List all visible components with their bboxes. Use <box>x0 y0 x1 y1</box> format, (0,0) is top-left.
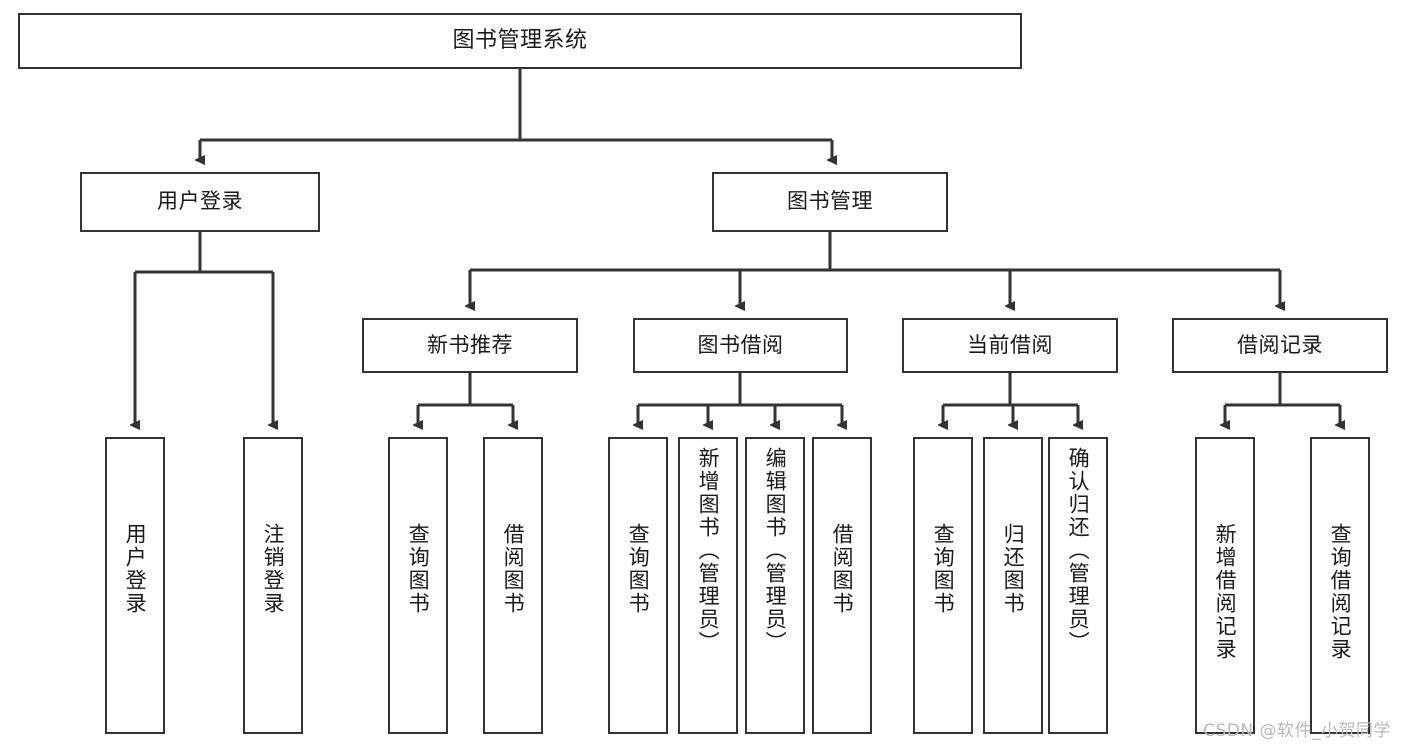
node-leaf-add-book[interactable]: 新增图书（管理员） <box>678 437 738 734</box>
node-leaf-query-book-1-label: 查询图书 <box>406 523 431 615</box>
node-book-borrow[interactable]: 图书借阅 <box>633 318 848 373</box>
node-leaf-query-book-1[interactable]: 查询图书 <box>388 437 448 734</box>
watermark-credit: CSDN @软件_小贺同学 <box>1203 721 1391 741</box>
node-user-login[interactable]: 用户登录 <box>80 172 320 232</box>
node-leaf-user-logout-label: 注销登录 <box>261 523 286 615</box>
node-leaf-add-book-label: 新增图书（管理员） <box>696 447 721 654</box>
node-current-borrow-label: 当前借阅 <box>967 332 1053 357</box>
node-leaf-query-book-3[interactable]: 查询图书 <box>913 437 973 734</box>
node-book-manage-label: 图书管理 <box>787 189 873 214</box>
node-leaf-user-logout[interactable]: 注销登录 <box>243 437 303 734</box>
node-new-book-recommend[interactable]: 新书推荐 <box>362 318 578 373</box>
node-leaf-query-book-2[interactable]: 查询图书 <box>608 437 668 734</box>
node-current-borrow[interactable]: 当前借阅 <box>902 318 1118 373</box>
node-leaf-user-login[interactable]: 用户登录 <box>105 437 165 734</box>
node-borrow-record[interactable]: 借阅记录 <box>1172 318 1388 373</box>
node-leaf-confirm-return[interactable]: 确认归还（管理员） <box>1048 437 1108 734</box>
node-borrow-record-label: 借阅记录 <box>1237 332 1323 357</box>
node-leaf-borrow-book-2[interactable]: 借阅图书 <box>812 437 872 734</box>
node-book-borrow-label: 图书借阅 <box>697 332 784 357</box>
node-leaf-borrow-book-1[interactable]: 借阅图书 <box>483 437 543 734</box>
node-leaf-query-record-label: 查询借阅记录 <box>1328 523 1353 661</box>
node-root-label: 图书管理系统 <box>452 27 588 53</box>
node-leaf-add-record-label: 新增借阅记录 <box>1213 523 1238 661</box>
node-leaf-query-book-2-label: 查询图书 <box>626 523 651 615</box>
node-new-book-recommend-label: 新书推荐 <box>427 332 513 357</box>
node-leaf-edit-book-label: 编辑图书（管理员） <box>763 447 788 654</box>
node-root-system[interactable]: 图书管理系统 <box>18 13 1022 69</box>
node-leaf-confirm-return-label: 确认归还（管理员） <box>1066 447 1091 654</box>
node-leaf-query-book-3-label: 查询图书 <box>931 523 956 615</box>
node-leaf-query-record[interactable]: 查询借阅记录 <box>1310 437 1370 734</box>
node-leaf-borrow-book-2-label: 借阅图书 <box>830 523 855 615</box>
node-leaf-edit-book[interactable]: 编辑图书（管理员） <box>745 437 805 734</box>
node-book-manage[interactable]: 图书管理 <box>712 172 948 232</box>
node-leaf-borrow-book-1-label: 借阅图书 <box>501 523 526 615</box>
node-leaf-return-book-label: 归还图书 <box>1001 523 1026 615</box>
node-leaf-user-login-label: 用户登录 <box>123 523 148 615</box>
node-user-login-label: 用户登录 <box>157 189 243 214</box>
node-leaf-add-record[interactable]: 新增借阅记录 <box>1195 437 1255 734</box>
node-leaf-return-book[interactable]: 归还图书 <box>983 437 1043 734</box>
